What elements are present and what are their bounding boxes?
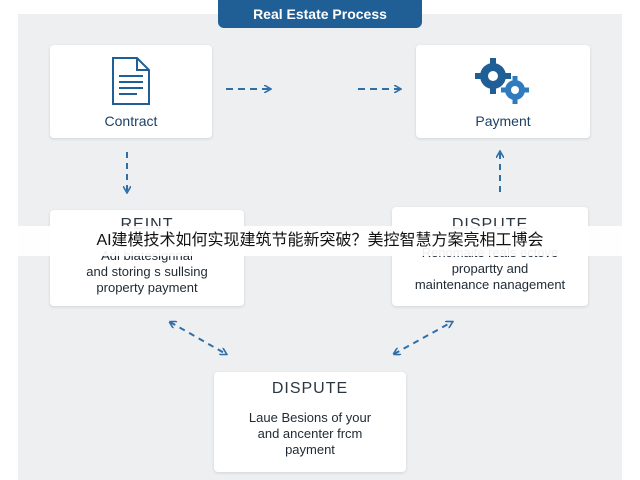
payment-node: Payment (416, 45, 590, 138)
dispute-bottom-heading: DISPUTE (271, 380, 349, 397)
dispute-bottom-node: DISPUTE Laue Besions of your and ancente… (214, 372, 406, 472)
dispute-bottom-body: Laue Besions of your and ancenter frcm p… (248, 410, 372, 457)
payment-label: Payment (475, 113, 531, 129)
contract-node: Contract (50, 45, 212, 138)
diagram-title: Real Estate Process (218, 0, 422, 28)
arrow-dispute-dispute (394, 322, 452, 354)
gears-icon (475, 58, 529, 104)
arrow-reint-dispute (170, 322, 226, 354)
overlay-caption: AI建模技术如何实现建筑节能新突破？美控智慧方案亮相工博会 (0, 226, 640, 256)
contract-label: Contract (104, 113, 158, 129)
dispute-right-node: DISPUTE Renomaite reals ectove propartty… (392, 207, 588, 306)
document-icon (112, 57, 150, 105)
